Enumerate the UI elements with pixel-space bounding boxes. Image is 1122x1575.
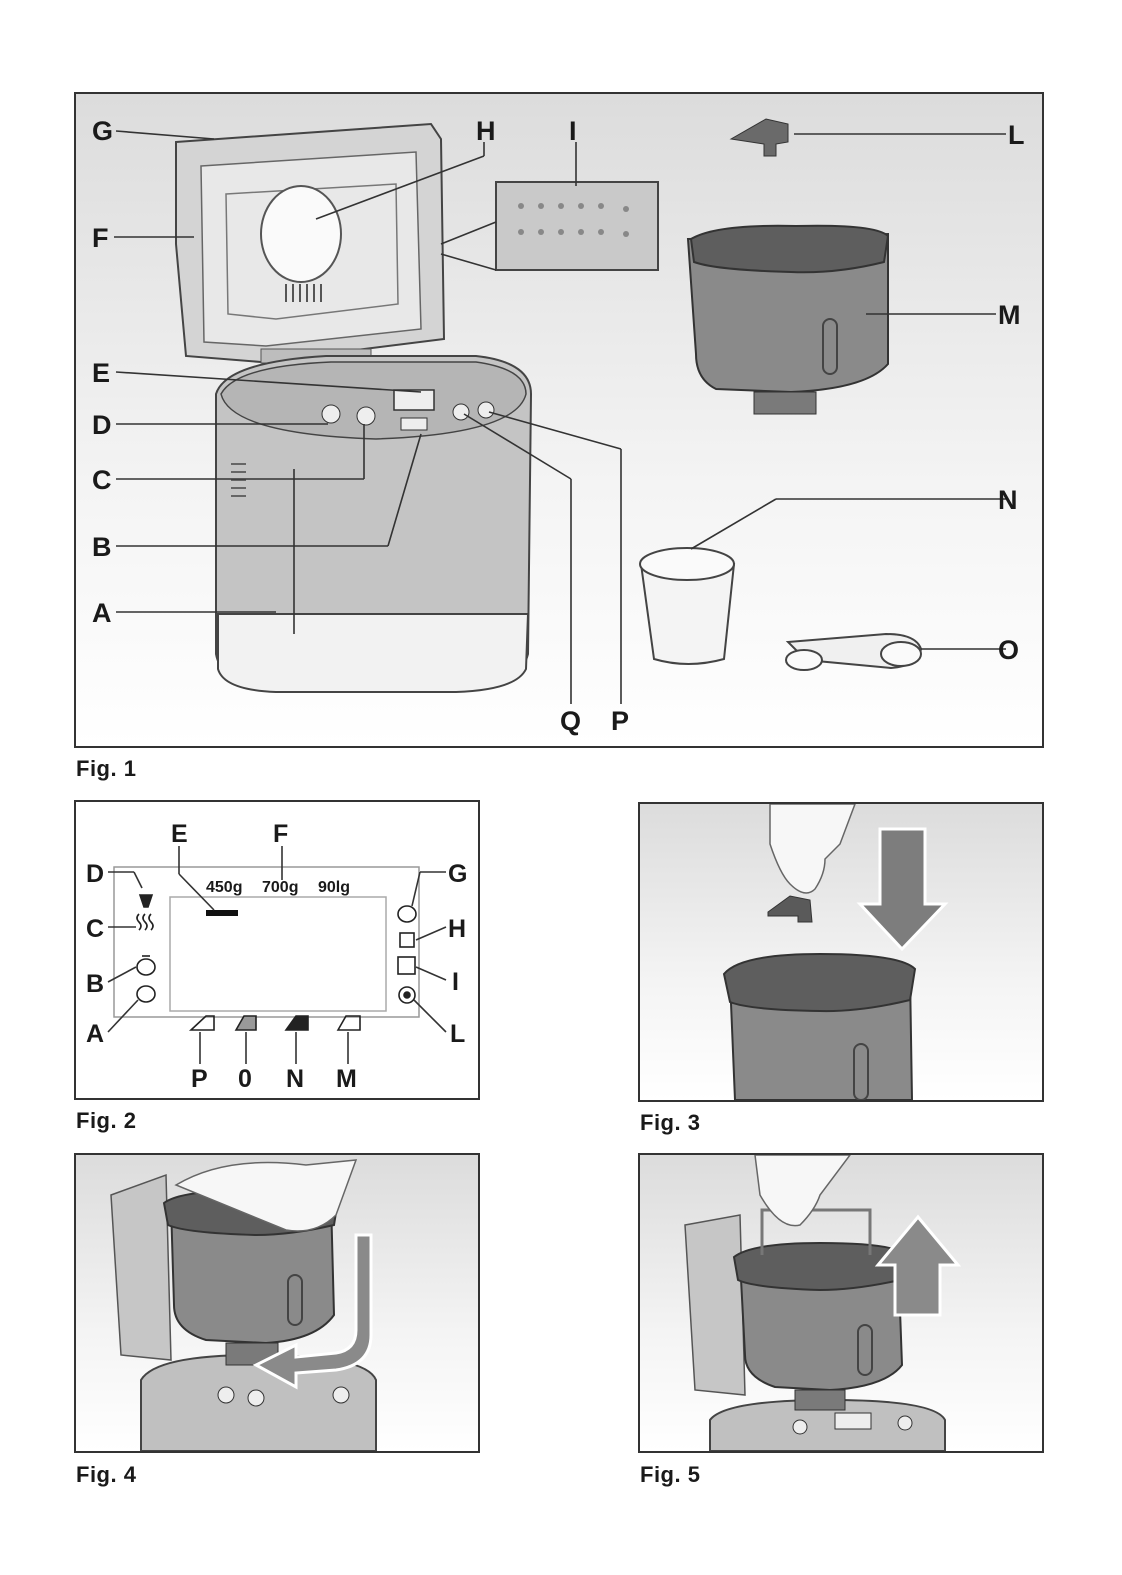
fig2-label-P: P bbox=[191, 1065, 208, 1093]
fig2-label-B: B bbox=[86, 970, 104, 998]
fig2-label-M: M bbox=[336, 1065, 357, 1093]
fig4-caption: Fig. 4 bbox=[76, 1462, 136, 1488]
bread-pan bbox=[688, 226, 888, 414]
fig4-panel bbox=[74, 1153, 480, 1453]
fig2-caption: Fig. 2 bbox=[76, 1108, 136, 1134]
fig2-bottom-icons bbox=[191, 1016, 360, 1030]
fig1-panel: G H I L F M E D C N B A O Q P bbox=[74, 92, 1044, 748]
fig2-left-icons bbox=[137, 895, 155, 1002]
measuring-cup bbox=[640, 548, 734, 664]
kneading-paddle bbox=[768, 896, 812, 922]
fig3-panel bbox=[638, 802, 1044, 1102]
fig1-label-O: O bbox=[998, 635, 1019, 665]
fig1-label-A: A bbox=[92, 598, 112, 628]
weight-900g: 90lg bbox=[318, 879, 350, 896]
fig5-illustration bbox=[640, 1155, 1042, 1451]
control-panel-inset bbox=[441, 182, 658, 270]
fig3-illustration bbox=[640, 804, 1042, 1100]
fig2-panel: 450g 700g 90lg bbox=[74, 800, 480, 1100]
fig2-label-N: N bbox=[286, 1065, 304, 1093]
fig1-illustration: G H I L F M E D C N B A O Q P bbox=[76, 94, 1042, 746]
fig2-label-C: C bbox=[86, 915, 104, 943]
fig1-label-F: F bbox=[92, 223, 109, 253]
fig4-illustration bbox=[76, 1155, 478, 1451]
fig1-label-Q: Q bbox=[560, 706, 581, 736]
lid bbox=[685, 1215, 745, 1395]
fig1-label-H: H bbox=[476, 116, 496, 146]
lid bbox=[176, 124, 444, 363]
fig1-label-C: C bbox=[92, 465, 112, 495]
fig2-label-G: G bbox=[448, 860, 467, 888]
fig2-label-0: 0 bbox=[238, 1065, 252, 1093]
weight-450g: 450g bbox=[206, 879, 242, 896]
fig2-right-icons bbox=[398, 906, 416, 1003]
machine-body bbox=[216, 356, 531, 692]
display-dash bbox=[206, 910, 238, 916]
fig2-label-F: F bbox=[273, 820, 288, 848]
down-arrow-icon bbox=[860, 829, 945, 949]
fig2-label-I: I bbox=[452, 968, 459, 996]
fig3-caption: Fig. 3 bbox=[640, 1110, 700, 1136]
weight-700g: 700g bbox=[262, 879, 298, 896]
fig2-label-L: L bbox=[450, 1020, 465, 1048]
fig2-display-diagram: 450g 700g 90lg bbox=[76, 802, 478, 1098]
fig5-caption: Fig. 5 bbox=[640, 1462, 700, 1488]
fig2-label-A: A bbox=[86, 1020, 104, 1048]
fig1-label-D: D bbox=[92, 410, 112, 440]
fig1-label-E: E bbox=[92, 358, 110, 388]
fig5-panel bbox=[638, 1153, 1044, 1453]
kneading-paddle bbox=[731, 119, 788, 156]
fig1-label-P: P bbox=[611, 706, 629, 736]
fig1-label-G: G bbox=[92, 116, 113, 146]
fig2-label-E: E bbox=[171, 820, 188, 848]
measuring-spoon bbox=[786, 634, 921, 670]
fig1-label-B: B bbox=[92, 532, 112, 562]
fig1-label-L: L bbox=[1008, 120, 1025, 150]
fig1-label-N: N bbox=[998, 485, 1018, 515]
hand bbox=[770, 804, 855, 893]
fig1-caption: Fig. 1 bbox=[76, 756, 136, 782]
lid bbox=[111, 1175, 171, 1360]
fig2-label-H: H bbox=[448, 915, 466, 943]
hand bbox=[755, 1155, 850, 1226]
fig1-label-I: I bbox=[569, 116, 577, 146]
fig1-label-M: M bbox=[998, 300, 1021, 330]
fig2-label-D: D bbox=[86, 860, 104, 888]
